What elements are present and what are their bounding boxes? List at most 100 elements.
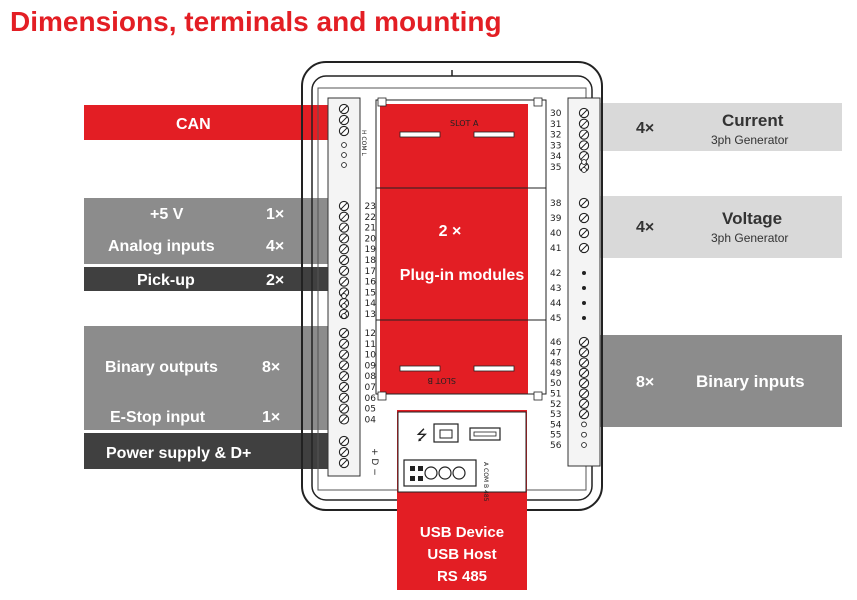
terminal-number-23: 23	[365, 202, 376, 212]
terminal-screw-40-slot	[580, 229, 588, 237]
voltage-sub: 3ph Generator	[711, 231, 788, 245]
terminal-number-47: 47	[550, 348, 561, 358]
usb-host-port-inner	[473, 431, 497, 437]
usb-device-port-inner	[439, 429, 453, 439]
can-pins: H COM L	[360, 130, 367, 156]
terminal-screw-06-slot	[340, 394, 348, 402]
terminal-number-50: 50	[550, 379, 562, 389]
terminal-screw-09	[338, 360, 350, 371]
terminal-screw-21	[338, 222, 350, 233]
terminal-number-32: 32	[550, 131, 561, 141]
terminal-screw-47-slot	[580, 348, 588, 356]
terminal-screw-31-slot	[580, 120, 588, 128]
slot-corner-tr	[533, 97, 543, 107]
right-screws	[578, 107, 590, 448]
terminal-screw-21-slot	[340, 224, 348, 231]
terminal-number-42: 42	[550, 269, 561, 279]
can-hole-0	[341, 142, 347, 148]
terminal-screw-49	[578, 367, 590, 379]
slot-area	[380, 104, 528, 394]
terminal-number-18: 18	[365, 256, 377, 266]
terminal-number-48: 48	[550, 359, 562, 369]
terminal-screw-46	[578, 336, 590, 348]
terminal-number-53: 53	[550, 410, 561, 420]
modules-label: Plug-in modules	[400, 267, 525, 284]
terminal-number-04: 04	[365, 415, 377, 425]
terminal-screw-33-slot	[580, 142, 588, 149]
binary-out-count: 8×	[262, 359, 280, 376]
can-screw-0	[338, 103, 350, 115]
terminal-screw-47	[578, 347, 590, 358]
can-label: CAN	[176, 116, 211, 133]
terminal-screw-41	[578, 242, 590, 254]
left-mid-hole-2	[341, 313, 347, 319]
plus5v-count: 1×	[266, 206, 284, 223]
terminal-screw-08-slot	[340, 372, 348, 380]
power-screw-2-slot	[340, 459, 348, 467]
terminal-number-41: 41	[550, 244, 561, 254]
terminal-number-14: 14	[365, 299, 377, 309]
terminal-screw-41-slot	[580, 244, 588, 252]
terminal-screw-48-slot	[580, 359, 588, 366]
terminal-screw-34-slot	[580, 152, 588, 160]
terminal-number-43: 43	[550, 284, 561, 294]
terminal-number-09: 09	[365, 361, 377, 371]
terminal-screw-11	[338, 338, 350, 349]
terminal-screw-33	[578, 140, 590, 151]
terminal-number-35: 35	[550, 163, 561, 173]
power-screw-0	[338, 435, 350, 447]
terminal-screw-39	[578, 212, 590, 224]
binary-out-label: Binary outputs	[105, 359, 218, 376]
terminal-number-21: 21	[365, 224, 376, 234]
slot-corner-bl	[377, 391, 387, 401]
terminal-screw-16	[338, 276, 350, 287]
terminal-hole-56	[581, 442, 587, 448]
usb-symbol-icon: ⭍	[416, 428, 428, 444]
terminal-screw-17	[338, 265, 350, 276]
can-hole-1	[341, 152, 347, 158]
terminal-screw-30-slot	[580, 109, 588, 117]
terminal-screw-20	[338, 233, 350, 244]
terminal-screw-18	[338, 254, 350, 266]
power-screw-2	[338, 457, 350, 469]
terminal-screw-08	[338, 371, 350, 382]
terminal-screw-50-slot	[580, 379, 588, 387]
terminal-screw-17-slot	[340, 267, 348, 275]
power-screw-1	[338, 446, 350, 458]
voltage-label: Voltage	[722, 209, 782, 228]
terminal-screw-05	[338, 403, 350, 414]
rs485-screw-2	[438, 466, 452, 480]
current-hole-1	[581, 167, 587, 173]
rs485-jumper-2	[418, 466, 423, 471]
power-screw-1-slot	[340, 448, 348, 456]
current-sub: 3ph Generator	[711, 133, 788, 147]
terminal-screw-05-slot	[340, 405, 348, 412]
terminal-screw-11-slot	[340, 340, 348, 348]
left-screws	[338, 103, 350, 469]
terminal-number-19: 19	[365, 245, 377, 255]
terminal-screw-32	[578, 129, 590, 140]
can-screw-0-slot	[340, 105, 348, 113]
terminal-number-17: 17	[365, 267, 376, 277]
rs485-screw-3	[452, 466, 466, 480]
can-screw-1	[338, 114, 350, 126]
binary-in-label: Binary inputs	[696, 372, 805, 391]
terminal-screw-19-slot	[340, 245, 348, 253]
terminal-screw-22	[338, 211, 350, 222]
power-pins: + D −	[369, 448, 379, 476]
terminal-number-52: 52	[550, 400, 561, 410]
terminal-number-30: 30	[550, 109, 562, 119]
terminal-screw-50	[578, 378, 590, 389]
rs485-pins: A COM B 485	[482, 462, 489, 502]
estop-count: 1×	[262, 409, 280, 426]
terminal-number-40: 40	[550, 229, 562, 239]
terminal-number-05: 05	[365, 405, 376, 415]
rs485-screw-1	[424, 466, 438, 480]
power-label: Power supply & D+	[106, 445, 251, 462]
can-screw-2	[338, 125, 350, 137]
left-mid-hole-1	[341, 303, 347, 309]
analog-count: 4×	[266, 238, 284, 255]
can-screw-2-slot	[340, 127, 348, 135]
